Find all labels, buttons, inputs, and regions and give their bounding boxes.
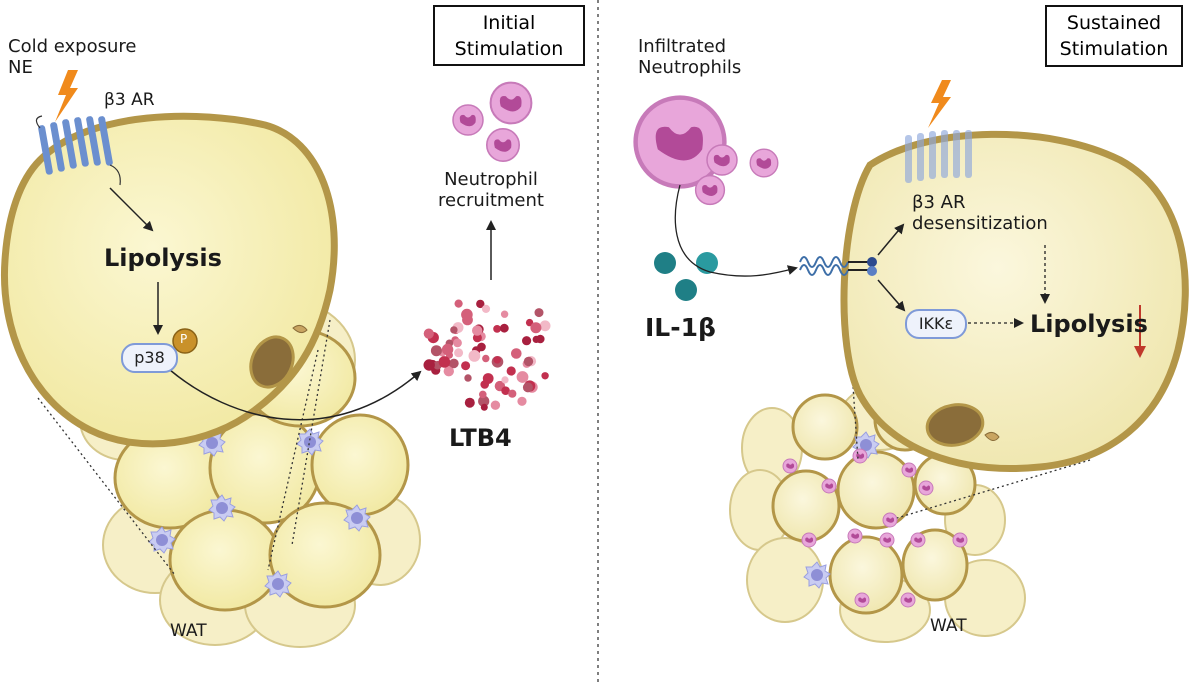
ltb4-dot [506,366,516,376]
right-lipolysis-label: Lipolysis [1030,310,1148,338]
ltb4-dot [449,358,459,369]
left-lipolysis-label: Lipolysis [104,244,222,272]
ltb4-dot [522,382,533,393]
right-wat-cluster [729,385,1026,643]
ltb4-dot [534,308,544,318]
ltb4-dot [523,356,534,367]
ltb4-dot [530,322,542,334]
ltb4-dot [499,323,509,333]
ltb4-dot [472,333,482,343]
ltb4-dot [453,338,462,348]
ltb4-dot [468,350,481,362]
cold-exposure-label: Cold exposure NE [8,36,137,78]
ltb4-dot [480,403,488,411]
ltb4-dot [501,386,510,396]
ltb4-dot [423,328,434,339]
ltb4-dot [476,299,485,309]
ltb4-dot [454,348,464,358]
ltb4-dot [525,318,534,327]
ltb4-dot [462,314,473,326]
ltb4-dot [478,395,490,407]
ltb4-dot [481,304,491,313]
ltb4-dot [493,325,501,333]
ltb4-molecule-cloud [423,299,551,411]
left-lightning-icon [55,70,78,122]
right-adipocyte [840,130,1189,472]
ltb4-dot [464,374,472,382]
infiltrated-neutrophils-group [636,98,779,206]
ikk-pill: IKKε [905,309,967,339]
ltb4-dot [539,320,551,332]
ltb4-dot [479,390,487,399]
left-receptor-icon [35,115,121,186]
initial-stimulation-box: Initial Stimulation [433,5,585,66]
ltb4-dot [454,299,463,308]
ltb4-dot [430,345,442,357]
ltb4-dot [541,372,549,380]
ltb4-dot [490,400,501,410]
ltb4-dot [493,356,501,364]
ltb4-dot [522,336,532,346]
ltb4-dot [472,325,483,336]
ltb4-dot [438,356,451,368]
p38-pill: p38 [121,343,178,373]
right-receptor-icon [905,130,972,183]
phospho-label: P [180,332,188,346]
neutrophil-recruitment-label: Neutrophil recruitment [438,169,544,211]
ltb4-dot [516,371,529,383]
ltb4-dot [508,389,517,398]
ltb4-dot [501,376,509,384]
il1b-molecules [654,252,718,301]
desensitization-label: β3 AR desensitization [912,192,1048,234]
ltb4-dot [423,359,435,371]
left-receptor-label: β3 AR [104,90,155,110]
ltb4-dot [443,366,454,377]
ltb4-dot [450,326,458,334]
ltb4-dot [441,343,454,356]
right-wat-label: WAT [930,616,967,636]
ltb4-dot [511,348,522,359]
left-wat-label: WAT [170,621,207,641]
ltb4-dot [500,310,509,318]
right-lightning-icon [928,80,951,128]
il1-receptor-icon [799,256,870,276]
phospho-icon [172,328,198,354]
infiltrated-neutrophils-label: Infiltrated Neutrophils [638,36,742,78]
ltb4-dot [480,380,490,389]
ltb4-dot [482,354,490,363]
ltb4-dot [464,397,475,408]
recruited-neutrophils [452,81,533,163]
ltb4-dot [517,396,527,406]
ltb4-label: LTB4 [449,424,512,452]
sustained-stimulation-box: Sustained Stimulation [1045,5,1183,67]
ltb4-dot [536,334,545,344]
il1b-label: IL-1β [645,313,716,342]
ltb4-dot [461,361,471,371]
